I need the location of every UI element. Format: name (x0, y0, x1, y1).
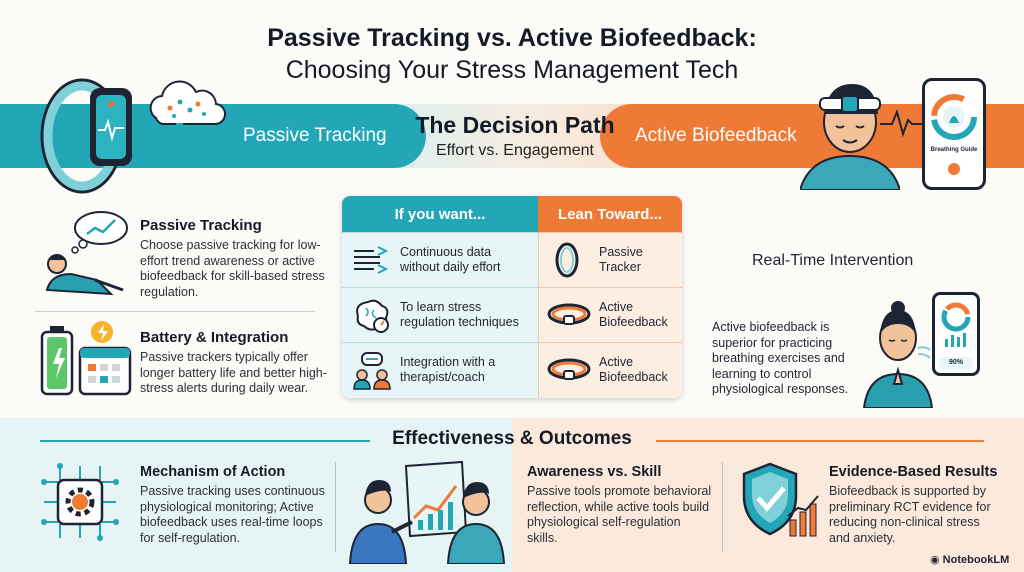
decision-table: If you want... Lean Toward... Continuous… (342, 196, 682, 398)
table-row-3-want: Integration with a therapist/coach (342, 342, 538, 398)
awareness-title: Awareness vs. Skill (527, 464, 662, 480)
row-1-lean-text: Passive Tracker (599, 245, 643, 274)
feature-title-battery: Battery & Integration (140, 329, 289, 346)
effectiveness-line-right (656, 440, 984, 442)
awareness-text: Passive tools promote behavioral reflect… (527, 484, 712, 545)
battery-calendar-icon (40, 321, 132, 396)
brain-gauge-icon (356, 299, 389, 333)
feature-divider (35, 311, 315, 312)
breath-ring-icon (931, 94, 977, 140)
title-line-1: Passive Tracking vs. Active Biofeedback: (267, 24, 757, 52)
row-3-lean-text: Active Biofeedback (599, 355, 668, 384)
row-1-want-text: Continuous data without daily effort (400, 245, 501, 274)
table-row-3-lean: Active Biofeedback (538, 342, 682, 398)
table-row-1-lean: Passive Tracker (538, 232, 682, 287)
decision-path-title: The Decision Path (415, 112, 615, 138)
effectiveness-divider-2 (722, 462, 723, 552)
breathing-phone: Breathing Guide (922, 78, 986, 190)
evidence-text: Biofeedback is supported by preliminary … (829, 484, 991, 545)
realtime-phone: 90% (932, 292, 980, 376)
gear-chip-icon (41, 463, 119, 541)
phone-percent: 90% (939, 357, 973, 369)
banner-passive-cap (362, 104, 426, 168)
ring-tracker-icon (555, 242, 579, 278)
feature-text-passive: Choose passive tracking for low-effort t… (140, 238, 325, 299)
mechanism-text: Passive tracking uses continuous physiol… (140, 484, 325, 545)
heartbeat-line-icon (880, 108, 930, 138)
cloud-data-icon (141, 80, 226, 147)
notebooklm-credit: ◉ NotebookLM (930, 553, 1009, 566)
banner-passive-label: Passive Tracking (243, 125, 387, 146)
table-row-1-want: Continuous data without daily effort (342, 232, 538, 287)
effectiveness-line-left (40, 440, 370, 442)
play-button-icon (948, 163, 960, 175)
relaxing-person-icon (45, 211, 128, 296)
realtime-text: Active biofeedback is superior for pract… (712, 320, 849, 396)
credit-text: NotebookLM (942, 554, 1010, 566)
effectiveness-title: Effectiveness & Outcomes (392, 428, 632, 449)
evidence-title: Evidence-Based Results (829, 464, 998, 480)
phone-caption: Breathing Guide (930, 147, 978, 153)
headband-person-icon (800, 84, 900, 190)
headband-icon (547, 303, 591, 325)
decision-path-subtitle: Effort vs. Engagement (435, 142, 594, 159)
coach-chat-icon (353, 352, 391, 390)
table-row-2-want: To learn stress regulation techniques (342, 287, 538, 342)
mirror-reflection-icon (348, 460, 506, 564)
table-header-lean: Lean Toward... (538, 196, 682, 232)
shield-check-icon (742, 462, 819, 537)
row-2-want-text: To learn stress regulation techniques (400, 300, 519, 329)
table-row-2-lean: Active Biofeedback (538, 287, 682, 342)
realtime-title: Real-Time Intervention (752, 252, 914, 269)
title-line-2: Choosing Your Stress Management Tech (285, 56, 739, 84)
effectiveness-divider-1 (335, 462, 336, 552)
banner-active-label: Active Biofeedback (635, 125, 797, 146)
headband-icon (547, 358, 591, 380)
mechanism-title: Mechanism of Action (140, 464, 286, 480)
data-stream-icon (354, 246, 389, 274)
row-3-want-text: Integration with a therapist/coach (400, 355, 496, 384)
smartwatch-icon (40, 78, 132, 194)
table-header-want: If you want... (342, 196, 538, 232)
feature-title-passive: Passive Tracking (140, 217, 262, 234)
row-2-lean-text: Active Biofeedback (599, 300, 668, 329)
feature-text-battery: Passive trackers typically offer longer … (140, 350, 327, 395)
page-title: Passive Tracking vs. Active Biofeedback:… (0, 22, 1024, 86)
meditating-person-icon (862, 301, 934, 408)
progress-ring-icon (941, 302, 971, 347)
notebooklm-logo-icon: ◉ (930, 554, 943, 566)
